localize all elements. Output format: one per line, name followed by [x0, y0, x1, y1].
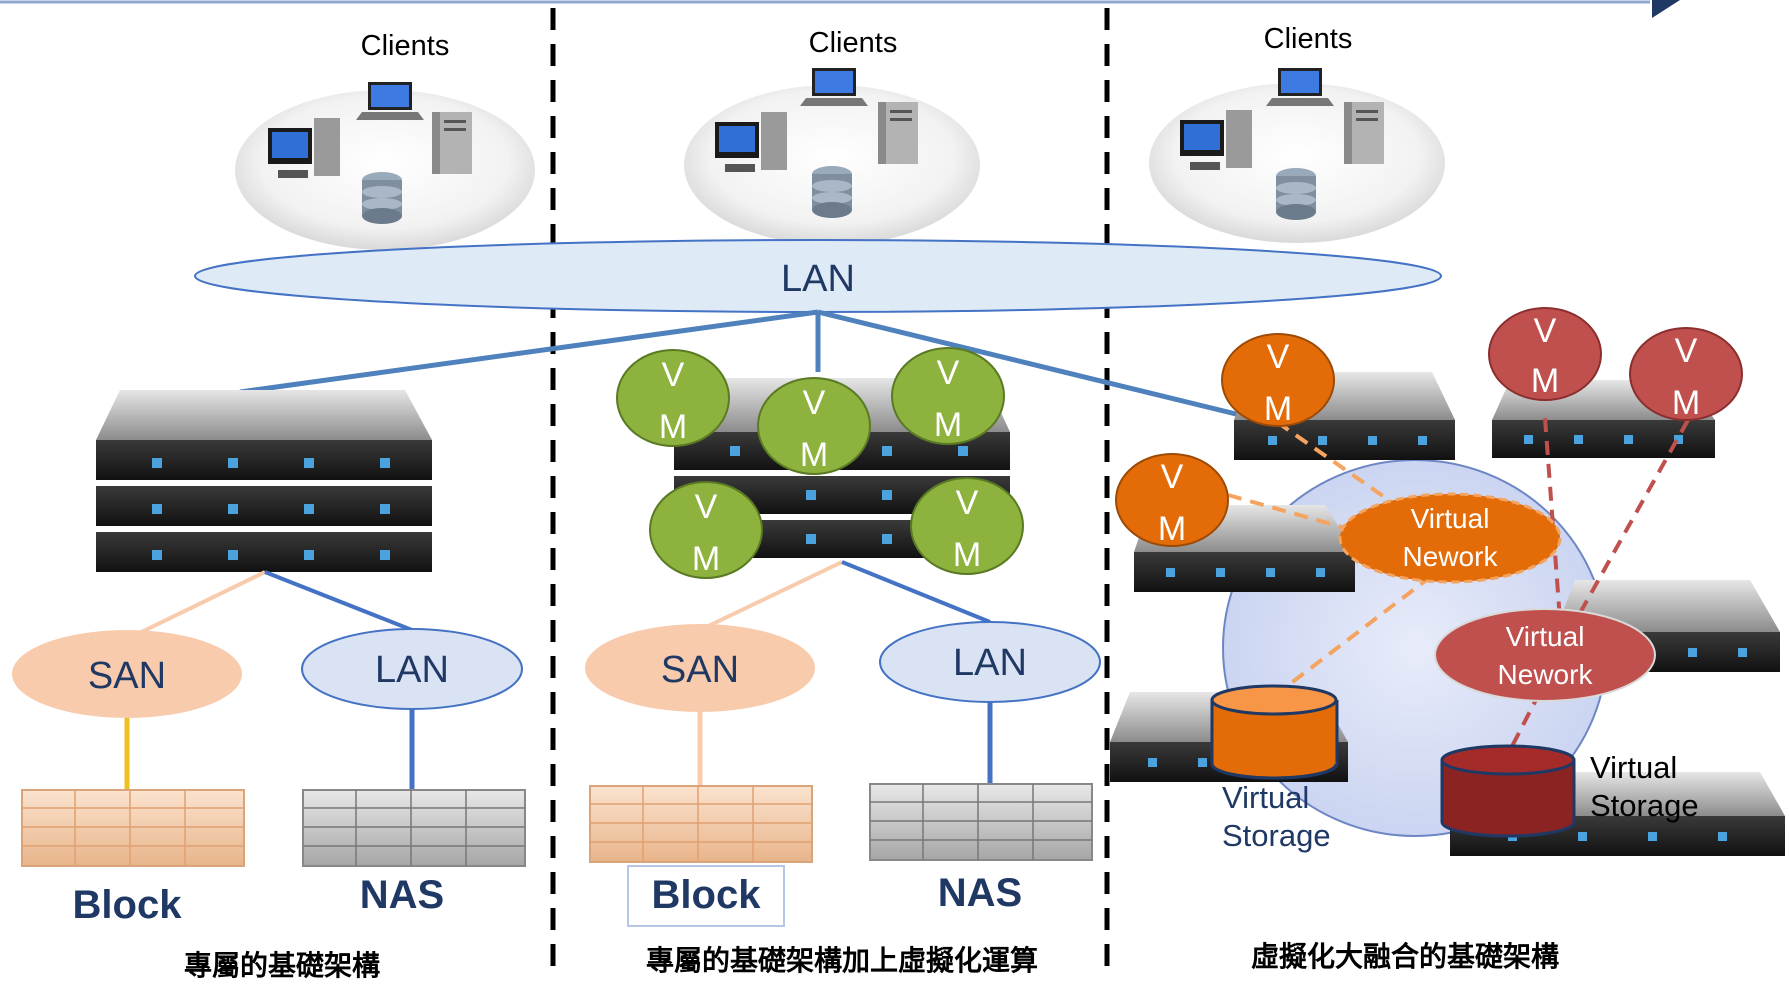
san-link-2: [699, 560, 843, 632]
san-label-1: SAN: [88, 655, 166, 697]
vm-green-4: V M: [649, 481, 763, 579]
lan-link-1: [264, 570, 413, 632]
desktop-computer-icon: [715, 112, 787, 172]
svg-text:M: M: [1531, 362, 1559, 400]
block-storage-1: [21, 789, 245, 867]
virtual-storage-red-label-1: Virtual: [1590, 750, 1677, 785]
desktop-computer-icon: [268, 118, 340, 178]
clients-group-3: Clients: [1149, 23, 1445, 243]
svg-text:V: V: [662, 356, 685, 394]
svg-text:Virtual: Virtual: [1506, 621, 1585, 652]
laptop-icon: [1266, 68, 1334, 106]
orange-virtual-links: [1227, 420, 1452, 692]
virtual-storage-red-icon: [1440, 744, 1576, 838]
svg-text:M: M: [934, 406, 962, 444]
lan-ellipse-2: [879, 621, 1101, 703]
clients-label: Clients: [361, 30, 450, 62]
database-icon: [812, 166, 852, 218]
vm-green-1: V M: [616, 349, 730, 447]
svg-text:M: M: [659, 408, 687, 446]
lan-label-2: LAN: [953, 642, 1027, 684]
svg-text:V: V: [1675, 332, 1698, 370]
database-icon: [1276, 168, 1316, 220]
virtual-network-red: Virtual Nework: [1434, 608, 1656, 702]
nas-storage-2: [869, 783, 1093, 861]
lan-ellipse-1: [301, 628, 523, 710]
vm-green-3: V M: [757, 377, 871, 475]
svg-text:V: V: [956, 484, 979, 522]
vm-orange-1: V M: [1221, 333, 1335, 428]
nas-label-1: NAS: [360, 873, 444, 917]
desktop-computer-icon: [1180, 110, 1252, 170]
main-lan-label: LAN: [781, 258, 855, 300]
main-lan-links: [239, 309, 1241, 418]
svg-text:V: V: [695, 488, 718, 526]
svg-text:M: M: [800, 436, 828, 474]
virtual-storage-red-label-2: Storage: [1590, 788, 1699, 823]
svg-text:Nework: Nework: [1403, 541, 1499, 572]
block-label-2: Block: [652, 873, 762, 917]
lan-label-1: LAN: [375, 649, 449, 691]
tower-server-icon: [432, 112, 472, 174]
svg-text:Virtual: Virtual: [1411, 503, 1490, 534]
database-icon: [362, 172, 402, 224]
san-label-2: SAN: [661, 649, 739, 691]
laptop-icon: [356, 82, 424, 120]
lan-link-2: [841, 560, 991, 624]
san-link-1: [124, 570, 266, 642]
virtual-storage-orange-icon: [1210, 684, 1339, 780]
vm-green-5: V M: [910, 477, 1024, 575]
svg-text:V: V: [937, 354, 960, 392]
clients-label: Clients: [1264, 23, 1353, 55]
virtual-storage-orange-label-1: Virtual: [1222, 780, 1309, 815]
block-label-1: Block: [73, 883, 183, 927]
laptop-icon: [800, 68, 868, 106]
nas-label-2: NAS: [938, 871, 1022, 915]
vm-orange-2: V M: [1115, 453, 1229, 548]
corner-arrow-icon: [1652, 0, 1680, 18]
svg-text:M: M: [692, 540, 720, 578]
caption-3: 虛擬化大融合的基礎架構: [1251, 940, 1559, 973]
san-ellipse-1: [12, 630, 242, 718]
red-virtual-links: [1503, 417, 1690, 761]
svg-text:V: V: [1161, 458, 1184, 496]
svg-text:V: V: [803, 384, 826, 422]
svg-text:V: V: [1267, 338, 1290, 376]
svg-text:M: M: [1264, 390, 1292, 428]
block-label-box-2: [627, 865, 785, 927]
server-stack-1: [96, 390, 432, 572]
virtual-storage-orange-label-2: Storage: [1222, 818, 1331, 853]
svg-text:M: M: [953, 536, 981, 574]
tower-server-icon: [1344, 102, 1384, 164]
tower-server-icon: [878, 102, 918, 164]
clients-group-2: Clients: [684, 27, 980, 245]
svg-text:M: M: [1672, 384, 1700, 422]
vm-red-1: V M: [1488, 307, 1602, 401]
vm-green-2: V M: [891, 347, 1005, 445]
san-ellipse-2: [585, 624, 815, 712]
nas-storage-1: [302, 789, 526, 867]
block-storage-2: [589, 785, 813, 863]
clients-label: Clients: [809, 27, 898, 59]
svg-text:V: V: [1534, 312, 1557, 350]
svg-text:Nework: Nework: [1498, 659, 1594, 690]
svg-text:M: M: [1158, 510, 1186, 548]
vm-red-2: V M: [1629, 327, 1743, 422]
caption-2: 專屬的基礎架構加上虛擬化運算: [646, 944, 1038, 977]
clients-group-1: Clients: [235, 30, 535, 250]
caption-1: 專屬的基礎架構: [184, 949, 380, 980]
virtual-network-orange: Virtual Nework: [1338, 492, 1562, 584]
